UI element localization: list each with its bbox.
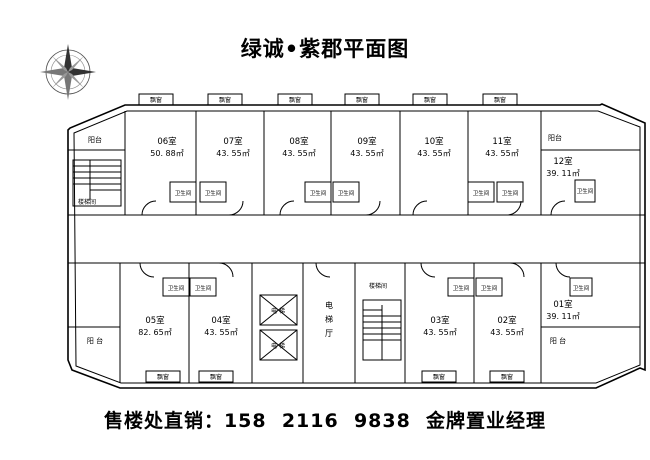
bathroom-label: 卫生间 xyxy=(168,284,185,292)
stairwell-label: 楼梯间 xyxy=(78,198,96,206)
bay-window-label: 飘窗 xyxy=(494,96,506,104)
sales-contact: 售楼处直销：158 2116 9838 金牌置业经理 xyxy=(103,410,547,432)
bay-windows-bottom xyxy=(145,370,525,383)
unit-name: 12室 xyxy=(553,156,573,167)
bottom-row-walls xyxy=(68,262,645,383)
bathroom-label: 卫生间 xyxy=(195,284,212,292)
stairwell-label: 楼梯间 xyxy=(369,282,387,290)
unit-area: 43. 55㎡ xyxy=(485,149,518,158)
unit-area: 39. 11㎡ xyxy=(546,312,579,321)
unit-area: 39. 11㎡ xyxy=(546,169,579,178)
unit-area: 43. 55㎡ xyxy=(350,149,383,158)
balcony-label: 阳 台 xyxy=(550,336,566,345)
unit-area: 43. 55㎡ xyxy=(216,149,249,158)
bay-window-label: 飘窗 xyxy=(219,96,231,104)
unit-area: 43. 55㎡ xyxy=(204,328,237,337)
unit-area: 43. 55㎡ xyxy=(423,328,456,337)
door-swings-top xyxy=(141,200,566,216)
unit-area: 43. 55㎡ xyxy=(282,149,315,158)
door-swings-bottom xyxy=(139,262,571,278)
bathroom-label: 卫生间 xyxy=(473,189,490,197)
bathroom-label: 卫生间 xyxy=(577,187,594,195)
bay-window-label: 飘窗 xyxy=(157,373,169,381)
bathroom-label: 卫生间 xyxy=(338,189,355,197)
elevator-label: 电 梯 xyxy=(271,342,285,350)
bathroom-label: 卫生间 xyxy=(502,189,519,197)
unit-name: 03室 xyxy=(430,315,450,326)
elevator-hall-label: 电梯厅 xyxy=(325,300,333,338)
unit-name: 07室 xyxy=(223,136,243,147)
bay-windows-top xyxy=(138,93,518,106)
unit-area: 50. 88㎡ xyxy=(150,149,183,158)
unit-name: 05室 xyxy=(145,315,165,326)
bathroom-label: 卫生间 xyxy=(310,189,327,197)
bathroom-label: 卫生间 xyxy=(453,284,470,292)
balcony-label: 阳 台 xyxy=(87,336,103,345)
building-outline xyxy=(67,103,646,389)
unit-name: 10室 xyxy=(424,136,444,147)
left-stairwell xyxy=(72,159,122,207)
bay-window-label: 飘窗 xyxy=(424,96,436,104)
unit-area: 43. 55㎡ xyxy=(417,149,450,158)
compass-rose-icon xyxy=(40,44,96,100)
bathroom-label: 卫生间 xyxy=(175,189,192,197)
unit-area: 43. 55㎡ xyxy=(490,328,523,337)
unit-name: 08室 xyxy=(289,136,309,147)
bathroom-label: 卫生间 xyxy=(205,189,222,197)
elevator-label: 电 梯 xyxy=(271,307,285,315)
balcony-label: 阳台 xyxy=(548,133,562,142)
bay-window-label: 飘窗 xyxy=(433,373,445,381)
unit-name: 09室 xyxy=(357,136,377,147)
center-stairwell xyxy=(362,299,402,361)
top-row-walls xyxy=(68,111,645,216)
unit-area: 82. 65㎡ xyxy=(138,328,171,337)
unit-name: 01室 xyxy=(553,299,573,310)
unit-name: 06室 xyxy=(157,136,177,147)
unit-name: 04室 xyxy=(211,315,231,326)
balcony-label: 阳台 xyxy=(88,135,102,144)
bay-window-label: 飘窗 xyxy=(289,96,301,104)
elevator-shafts xyxy=(259,294,298,361)
bay-window-label: 飘窗 xyxy=(356,96,368,104)
bathroom-label: 卫生间 xyxy=(481,284,498,292)
page-title: 绿诚•紫郡平面图 xyxy=(240,37,410,61)
bay-window-label: 飘窗 xyxy=(210,373,222,381)
bay-window-label: 飘窗 xyxy=(150,96,162,104)
bathroom-label: 卫生间 xyxy=(573,284,590,292)
bay-window-label: 飘窗 xyxy=(501,373,513,381)
unit-name: 11室 xyxy=(492,136,512,147)
unit-name: 02室 xyxy=(497,315,517,326)
